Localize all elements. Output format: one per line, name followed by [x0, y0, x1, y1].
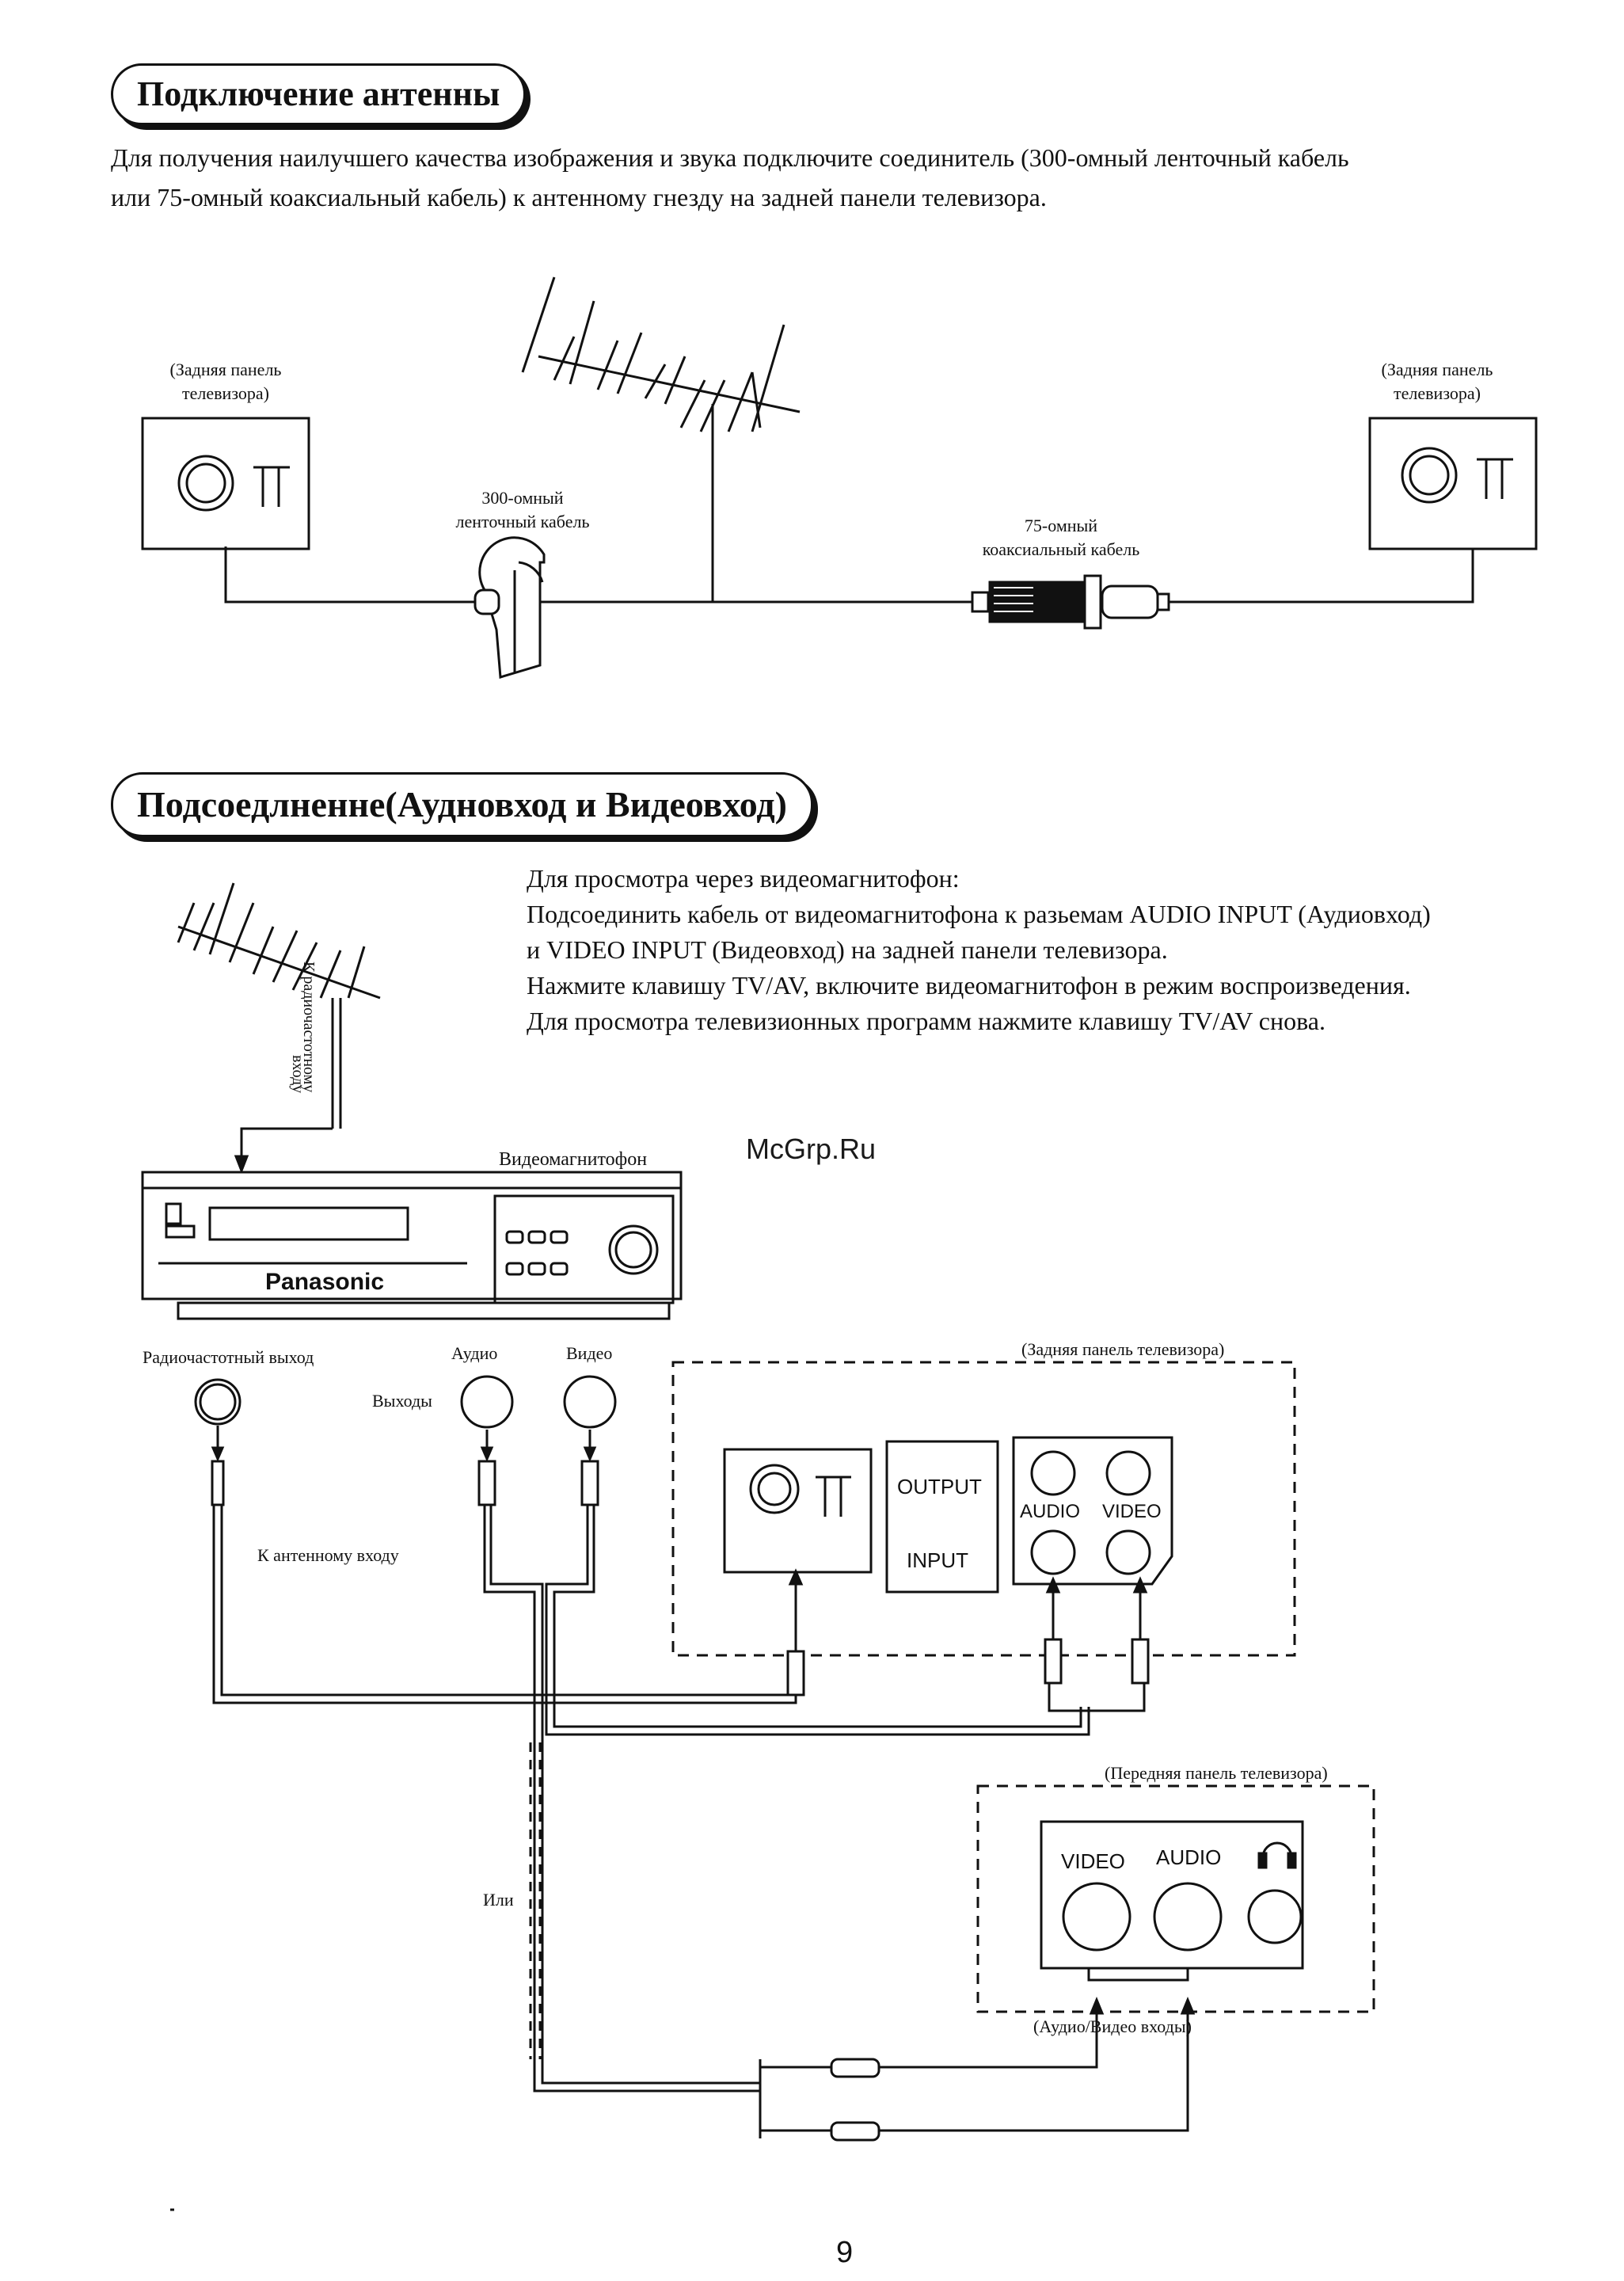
tv-front-panel-label: (Передняя панель телевизора): [1105, 1763, 1328, 1783]
cable-75-label-line1: 75-омный: [1024, 516, 1098, 535]
instruction-line-5: Для просмотра телевизионных программ наж…: [527, 1007, 1325, 1035]
video-output-label: Видео: [566, 1343, 613, 1363]
left-panel-label-line1: (Задняя панель: [169, 360, 282, 379]
rf-input-label-line2: входу: [289, 1055, 306, 1094]
rear-audio-text: AUDIO: [1020, 1501, 1081, 1522]
right-panel-label-line1: (Задняя панель: [1381, 360, 1493, 379]
yagi-antenna-top: [521, 276, 801, 602]
instruction-line-1: Для просмотра через видеомагнитофон:: [527, 864, 960, 893]
left-tv-rear-panel: [141, 417, 974, 604]
input-text: INPUT: [907, 1548, 968, 1572]
right-panel-label-line2: телевизора): [1394, 383, 1481, 403]
output-text: OUTPUT: [897, 1475, 982, 1498]
ribbon-cable-connector-300: [474, 536, 546, 679]
section-heading-av-input: Подсоедлненне(Аудновход и Видеовход): [111, 772, 813, 837]
tv-rear-panel-box: [671, 1361, 1296, 1712]
instruction-line-3: и VIDEO INPUT (Видеовход) на задней пане…: [527, 935, 1168, 964]
cable-75-label-line2: коаксиальный кабель: [982, 539, 1140, 559]
vcr-rf-output-jack: [194, 1378, 242, 1426]
watermark: McGrp.Ru: [746, 1133, 877, 1165]
antenna-paragraph-line2: или 75-омный коаксиальный кабель) к анте…: [111, 183, 1047, 211]
vcr-audio-output-jack: [460, 1375, 514, 1429]
right-tv-rear-panel: [1368, 417, 1538, 550]
vcr-body: [141, 1171, 683, 1320]
yagi-antenna-vcr: [177, 882, 381, 1175]
front-audio-text: AUDIO: [1156, 1845, 1222, 1869]
instruction-line-4: Нажмите клавишу TV/AV, включите видеомаг…: [527, 971, 1411, 1000]
coax-connector-75: [971, 549, 1474, 630]
vcr-cables: [211, 1426, 1090, 2093]
rear-video-text: VIDEO: [1102, 1501, 1162, 1522]
or-label: Или: [483, 1890, 514, 1910]
tv-rear-panel-label: (Задняя панель телевизора): [1021, 1339, 1225, 1359]
section-heading-antenna: Подключение антенны: [111, 63, 527, 125]
page-number: 9: [836, 2236, 854, 2269]
vcr-label: Видеомагнитофон: [499, 1149, 648, 1170]
rf-output-label: Радиочастотный выход: [143, 1347, 314, 1367]
antenna-input-label: К антенному входу: [257, 1545, 399, 1565]
left-panel-label-line2: телевизора): [182, 383, 269, 403]
av-inputs-label: (Аудио/Видео входы): [1033, 2016, 1192, 2036]
or-dashed-link: [529, 1742, 542, 2059]
tv-front-panel-box: [759, 1784, 1375, 2142]
cable-300-label-line1: 300-омный: [481, 488, 564, 508]
instruction-line-2: Подсоединить кабель от видеомагнитофона …: [527, 900, 1431, 928]
outputs-label: Выходы: [372, 1391, 432, 1411]
vcr-brand-logo: Panasonic: [265, 1269, 385, 1295]
front-video-text: VIDEO: [1061, 1849, 1125, 1873]
antenna-paragraph-line1: Для получения наилучшего качества изобра…: [111, 143, 1349, 172]
cable-300-label-line2: ленточный кабель: [455, 512, 590, 531]
vcr-video-output-jack: [563, 1375, 617, 1429]
audio-output-label: Аудио: [451, 1343, 498, 1363]
